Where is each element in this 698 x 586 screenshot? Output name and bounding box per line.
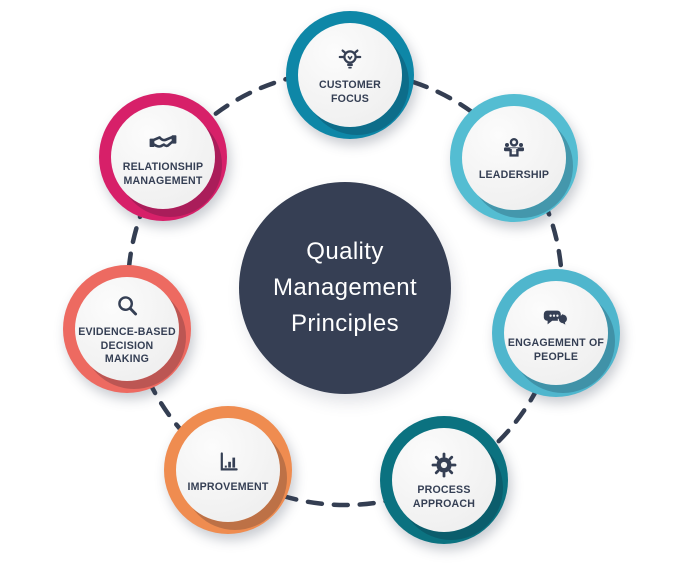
node-disk: ENGAGEMENT OF PEOPLE (504, 281, 608, 385)
node-ring: PROCESS APPROACH (380, 416, 508, 544)
node-evidence-based-decision-making: EVIDENCE-BASED DECISION MAKING (63, 265, 191, 393)
node-disk: LEADERSHIP (462, 106, 566, 210)
node-label-line: DECISION (100, 339, 154, 352)
node-improvement: IMPROVEMENT (164, 406, 292, 534)
node-label-line: FOCUS (330, 92, 370, 105)
node-label-line: RELATIONSHIP (122, 160, 204, 173)
node-label-line: MAKING (104, 353, 150, 366)
leadership-podium-icon (498, 134, 530, 166)
diagram-title: Quality Management Principles (273, 234, 417, 342)
magnifier-icon (111, 291, 143, 323)
node-label: RELATIONSHIP MANAGEMENT (123, 161, 203, 189)
node-label-line: EVIDENCE-BASED (78, 325, 176, 338)
node-process-approach: PROCESS APPROACH (380, 416, 508, 544)
title-line: Quality (306, 238, 384, 265)
node-label-line: MANAGEMENT (123, 174, 203, 187)
node-label-line: PROCESS (417, 483, 471, 496)
node-label-line: ENGAGEMENT OF (507, 336, 605, 349)
handshake-icon (147, 126, 179, 158)
node-label: CUSTOMER FOCUS (319, 79, 381, 107)
node-engagement-of-people: ENGAGEMENT OF PEOPLE (492, 269, 620, 397)
node-label: IMPROVEMENT (187, 481, 268, 495)
node-ring: CUSTOMER FOCUS (286, 11, 414, 139)
node-label: ENGAGEMENT OF PEOPLE (508, 337, 604, 365)
node-disk: RELATIONSHIP MANAGEMENT (111, 105, 215, 209)
bar-chart-icon (212, 446, 244, 478)
node-ring: LEADERSHIP (450, 94, 578, 222)
node-ring: RELATIONSHIP MANAGEMENT (99, 93, 227, 221)
node-label-line: IMPROVEMENT (187, 480, 269, 493)
node-label: PROCESS APPROACH (413, 484, 475, 512)
node-leadership: LEADERSHIP (450, 94, 578, 222)
node-ring: IMPROVEMENT (164, 406, 292, 534)
node-label: LEADERSHIP (479, 169, 549, 183)
node-label-line: PEOPLE (533, 350, 579, 363)
gear-icon (428, 449, 460, 481)
node-label-line: LEADERSHIP (478, 168, 550, 181)
node-disk: PROCESS APPROACH (392, 428, 496, 532)
node-customer-focus: CUSTOMER FOCUS (286, 11, 414, 139)
title-line: Management (272, 274, 418, 301)
node-label: EVIDENCE-BASED DECISION MAKING (78, 326, 176, 367)
node-relationship-management: RELATIONSHIP MANAGEMENT (99, 93, 227, 221)
node-disk: IMPROVEMENT (176, 418, 280, 522)
node-disk: CUSTOMER FOCUS (298, 23, 402, 127)
node-ring: ENGAGEMENT OF PEOPLE (492, 269, 620, 397)
chat-bubbles-icon (540, 302, 572, 334)
lightbulb-icon (334, 44, 366, 76)
node-ring: EVIDENCE-BASED DECISION MAKING (63, 265, 191, 393)
node-disk: EVIDENCE-BASED DECISION MAKING (75, 277, 179, 381)
node-label-line: CUSTOMER (318, 78, 382, 91)
title-line: Principles (290, 310, 400, 337)
node-label-line: APPROACH (412, 497, 476, 510)
center-circle: Quality Management Principles (239, 182, 451, 394)
